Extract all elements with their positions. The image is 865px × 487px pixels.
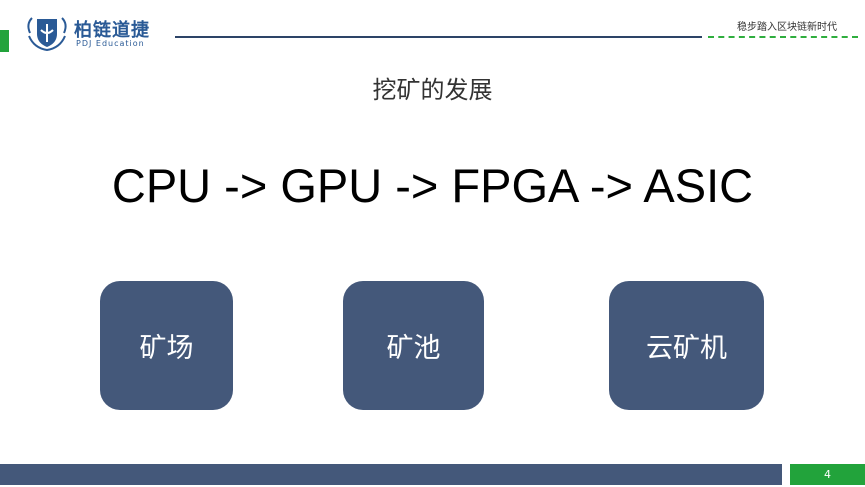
mining-hardware-flow: CPU -> GPU -> FPGA -> ASIC [111, 159, 754, 212]
logo-subtitle: PDJ Education [76, 39, 145, 48]
page-number-badge: 4 [790, 464, 865, 485]
header-accent-bar [0, 30, 9, 52]
shield-emblem-icon [27, 17, 67, 52]
card-mining-farm: 矿场 [100, 281, 233, 410]
footer-bar [0, 464, 782, 485]
card-label: 云矿机 [646, 333, 727, 364]
card-cloud-mining: 云矿机 [609, 281, 764, 410]
card-mining-pool: 矿池 [343, 281, 484, 410]
logo-title: 柏链道捷 [74, 20, 150, 41]
card-label: 矿场 [139, 333, 194, 364]
slide-title: 挖矿的发展 [372, 76, 493, 104]
header-divider [175, 36, 702, 38]
header-slogan: 稳步踏入区块链新时代 [737, 22, 837, 33]
header-divider-dashed [708, 36, 858, 38]
page-number: 4 [824, 468, 831, 481]
company-logo: 柏链道捷 PDJ Education [24, 14, 164, 52]
card-label: 矿池 [386, 333, 441, 364]
